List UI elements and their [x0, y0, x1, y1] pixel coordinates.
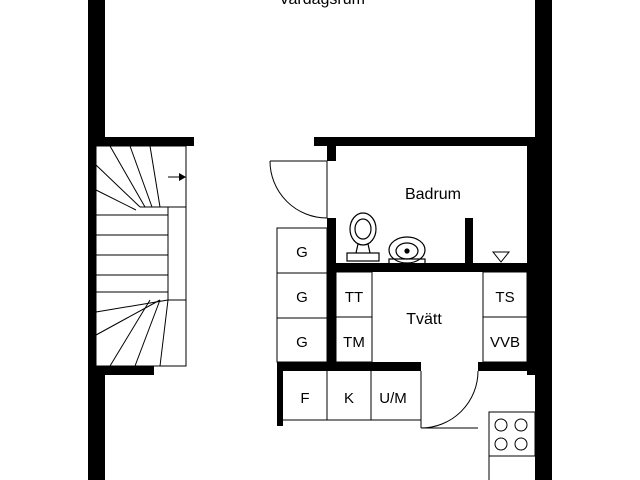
unit-label-ts: TS	[495, 289, 514, 306]
closet-label-g3: G	[296, 334, 308, 351]
closet-label-um: U/M	[379, 390, 407, 407]
unit-label-vvb: VVB	[490, 334, 520, 351]
bath-left-stub	[327, 137, 336, 161]
stair-arrow-icon	[179, 173, 186, 181]
laundry-bottom-right	[478, 362, 552, 371]
left-wall-upper	[88, 0, 105, 146]
closet-label-g1: G	[296, 244, 308, 261]
closet-left-wall	[277, 362, 283, 426]
right-wall-lower	[535, 375, 552, 480]
laundry-bottom-left	[277, 362, 421, 371]
bath-shower-divider	[465, 218, 473, 267]
left-wall-lower	[88, 366, 105, 480]
room-label-laundry: Tvätt	[406, 311, 442, 328]
staircase	[95, 145, 187, 367]
stove-icon	[488, 411, 536, 480]
door-bathroom	[269, 160, 328, 219]
door-laundry	[420, 370, 479, 429]
bath-laundry-wall	[327, 263, 552, 272]
stair-outer-wall	[88, 146, 96, 366]
toilet-icon	[346, 212, 380, 262]
closet-label-k: K	[344, 390, 354, 407]
left-stair-wall-top	[88, 137, 194, 146]
closets-bottom	[283, 371, 421, 421]
sink-icon	[388, 236, 426, 265]
left-stair-wall-bottom	[88, 366, 154, 375]
laundry-units	[335, 271, 528, 363]
walls	[88, 0, 552, 480]
right-wall-upper	[535, 0, 552, 146]
closets-g	[276, 227, 328, 363]
unit-label-tm: TM	[343, 334, 365, 351]
closet-label-g2: G	[296, 289, 308, 306]
room-label-top: Vardagsrum	[279, 0, 365, 8]
closet-label-f: F	[300, 390, 309, 407]
room-label-bathroom: Badrum	[405, 186, 461, 203]
bath-top-wall	[314, 137, 552, 146]
floor-drain-icon	[491, 251, 511, 263]
unit-label-tt: TT	[345, 289, 363, 306]
right-wall-middle	[527, 137, 552, 375]
bath-left-wall	[327, 218, 336, 362]
